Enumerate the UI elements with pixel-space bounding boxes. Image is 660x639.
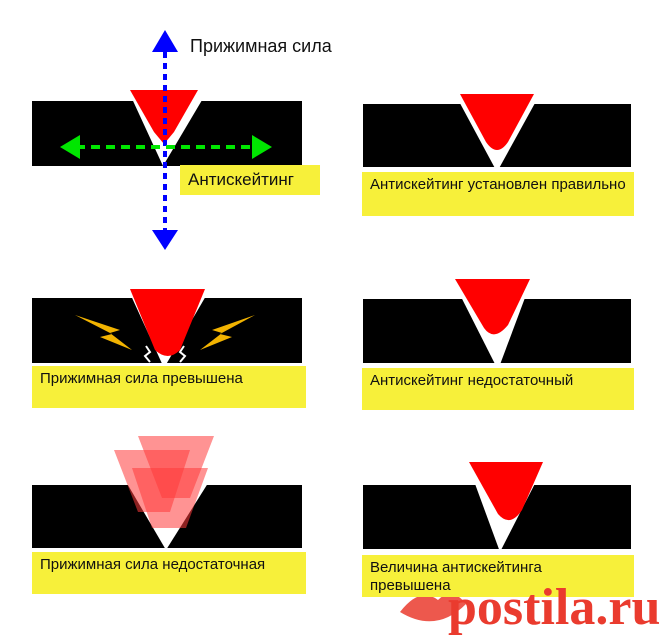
label-force-insufficient: Прижимная сила недостаточная	[32, 552, 306, 594]
vertical-force-arrow-icon	[152, 30, 178, 250]
lightning-left-icon	[75, 315, 132, 350]
postila-logo-icon	[400, 593, 466, 622]
spark-right-icon	[178, 345, 187, 363]
stylus-tip	[130, 90, 198, 144]
label-antiskating: Антискейтинг	[180, 165, 320, 195]
label-antiskate-exceeded: Величина антискейтинга превышена	[362, 555, 634, 597]
stylus-tip	[469, 462, 543, 521]
stylus-tip	[130, 289, 205, 356]
panel-correct	[363, 94, 631, 172]
panel-antiskate-insufficient	[363, 279, 631, 370]
panel-force-insufficient	[32, 436, 302, 550]
spark-left-icon	[143, 345, 152, 363]
horizontal-force-arrow-icon	[60, 135, 272, 159]
panel-antiskate-exceeded	[363, 462, 631, 552]
lightning-right-icon	[200, 315, 255, 350]
panel-force-exceeded	[32, 289, 302, 368]
label-antiskate-correct: Антискейтинг установлен правильно	[362, 172, 634, 216]
label-force-exceeded: Прижимная сила превышена	[32, 366, 306, 408]
label-antiskate-insufficient: Антискейтинг недостаточный	[362, 368, 634, 410]
stylus-tip	[455, 279, 530, 335]
panel-forces	[32, 30, 302, 250]
stylus-tip	[460, 94, 534, 150]
watermark: postila.ru	[448, 579, 660, 636]
force-arrow-label: Прижимная сила	[190, 36, 332, 56]
stylus-ghost-icon	[132, 468, 208, 528]
